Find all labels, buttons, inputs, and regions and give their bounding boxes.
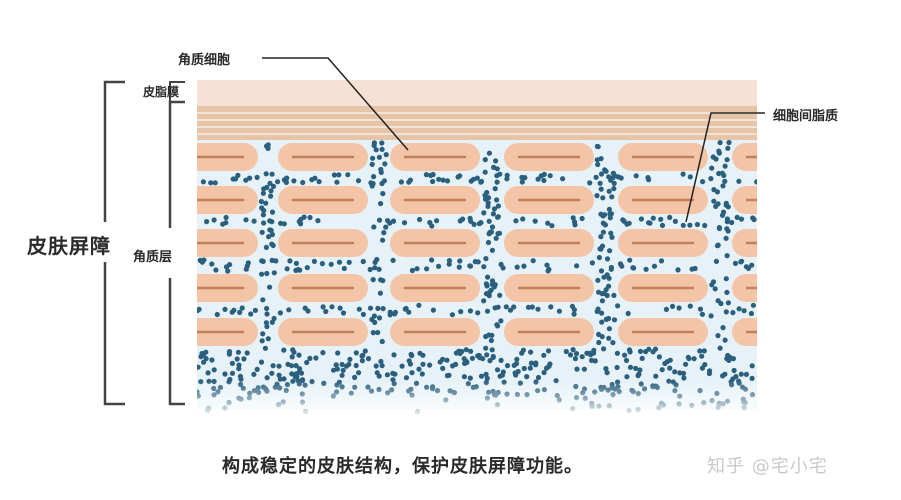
lipid-leader-line xyxy=(685,112,765,223)
corneocyte-cell xyxy=(732,274,757,302)
corneocyte-cells xyxy=(197,143,757,346)
corneocyte-cell xyxy=(732,318,757,346)
label-corneocyte: 角质细胞 xyxy=(178,53,231,68)
label-skin-barrier: 皮肤屏障 xyxy=(27,234,111,258)
sebum-film-layer xyxy=(197,80,757,106)
corneocyte-cell xyxy=(732,143,757,171)
flat-cell-layers xyxy=(197,106,757,140)
label-stratum-corneum: 角质层 xyxy=(133,250,173,265)
corneocyte-leader-line xyxy=(262,57,409,151)
label-intercellular-lipid: 细胞间脂质 xyxy=(773,109,839,124)
corneocyte-cell xyxy=(732,186,757,214)
corneocyte-cell xyxy=(732,229,757,257)
watermark-text: 知乎 @宅小宅 xyxy=(707,456,828,477)
lipid-dots xyxy=(197,139,757,415)
caption-text: 构成稳定的皮肤结构，保护皮肤屏障功能。 xyxy=(222,456,583,477)
label-sebum-film: 皮脂膜 xyxy=(143,85,180,99)
